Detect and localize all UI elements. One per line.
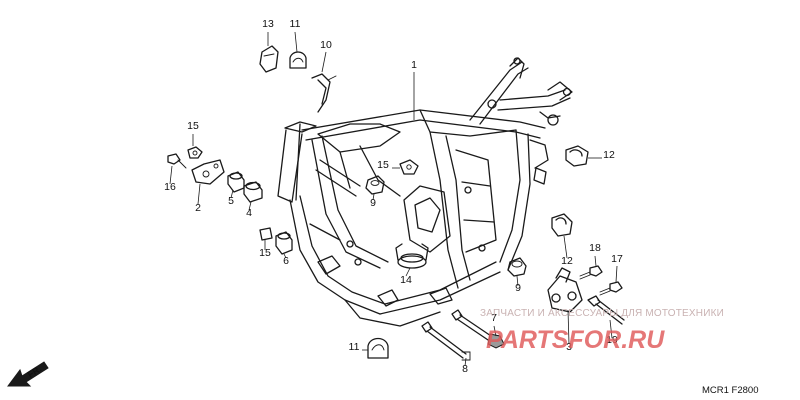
- leader-lines: [169, 31, 618, 367]
- callout-c17: 17: [611, 253, 623, 265]
- clip-11-lower: [367, 337, 389, 359]
- callout-c12b: 12: [561, 255, 573, 267]
- front-arrow-icon: [7, 361, 49, 387]
- callout-c14: 14: [400, 274, 412, 286]
- callout-c19: 19: [606, 334, 618, 346]
- callout-c11a: 11: [290, 18, 301, 30]
- bolt-17: [599, 281, 623, 296]
- bolt-8: [421, 321, 471, 361]
- clamp-13: [259, 45, 279, 73]
- clamp-band-14: [395, 243, 429, 269]
- watermark-brand: PARTSFOR.RU: [486, 326, 665, 354]
- bolt-19: [587, 295, 625, 325]
- callout-c13: 13: [262, 18, 274, 30]
- nut-15-left: [187, 146, 203, 159]
- nut-15-center: [399, 159, 419, 175]
- callout-c4: 4: [246, 207, 252, 219]
- callout-c8: 8: [462, 363, 468, 375]
- callout-c5: 5: [228, 195, 234, 207]
- callout-c9b: 9: [515, 282, 521, 294]
- watermark-caption: ЗАПЧАСТИ И АКСЕССУАРЫ ДЛЯ МОТОТЕХНИКИ: [480, 308, 724, 319]
- diagram-code: MCR1 F2800: [702, 385, 759, 396]
- callout-c16: 16: [164, 181, 176, 193]
- bracket-3: [547, 267, 583, 313]
- callout-c15b: 15: [377, 159, 389, 171]
- nut-15-lower: [259, 227, 273, 241]
- bolt-16: [167, 153, 187, 169]
- callout-c18: 18: [589, 242, 601, 254]
- wire-guide-10: [311, 73, 337, 113]
- collar-6: [275, 231, 293, 255]
- callout-c6: 6: [283, 255, 289, 267]
- callout-c15c: 15: [259, 247, 271, 259]
- collar-4: [243, 181, 263, 203]
- bolt-7: [451, 309, 505, 349]
- clip-12-upper: [565, 145, 589, 167]
- callout-c11b: 11: [349, 341, 360, 353]
- front-direction-indicator: FR.: [7, 361, 49, 387]
- bracket-2: [191, 159, 225, 185]
- callout-c9a: 9: [370, 197, 376, 209]
- main-frame: [277, 57, 573, 327]
- callout-c10: 10: [320, 39, 332, 51]
- callout-c15a: 15: [187, 120, 199, 132]
- collar-5: [227, 171, 245, 193]
- callout-c3: 3: [566, 341, 572, 353]
- grommet-9-right: [507, 257, 527, 277]
- clip-12-lower: [551, 213, 573, 237]
- callout-c1: 1: [411, 59, 417, 71]
- callout-c12a: 12: [603, 149, 615, 161]
- clip-11-top: [289, 51, 307, 69]
- bolt-18: [579, 265, 603, 280]
- callout-c7: 7: [491, 312, 497, 324]
- callout-c2: 2: [195, 202, 201, 214]
- grommet-9-center: [365, 175, 385, 195]
- watermark: ЗАПЧАСТИ И АКСЕССУАРЫ ДЛЯ МОТОТЕХНИКИ PA…: [480, 308, 724, 354]
